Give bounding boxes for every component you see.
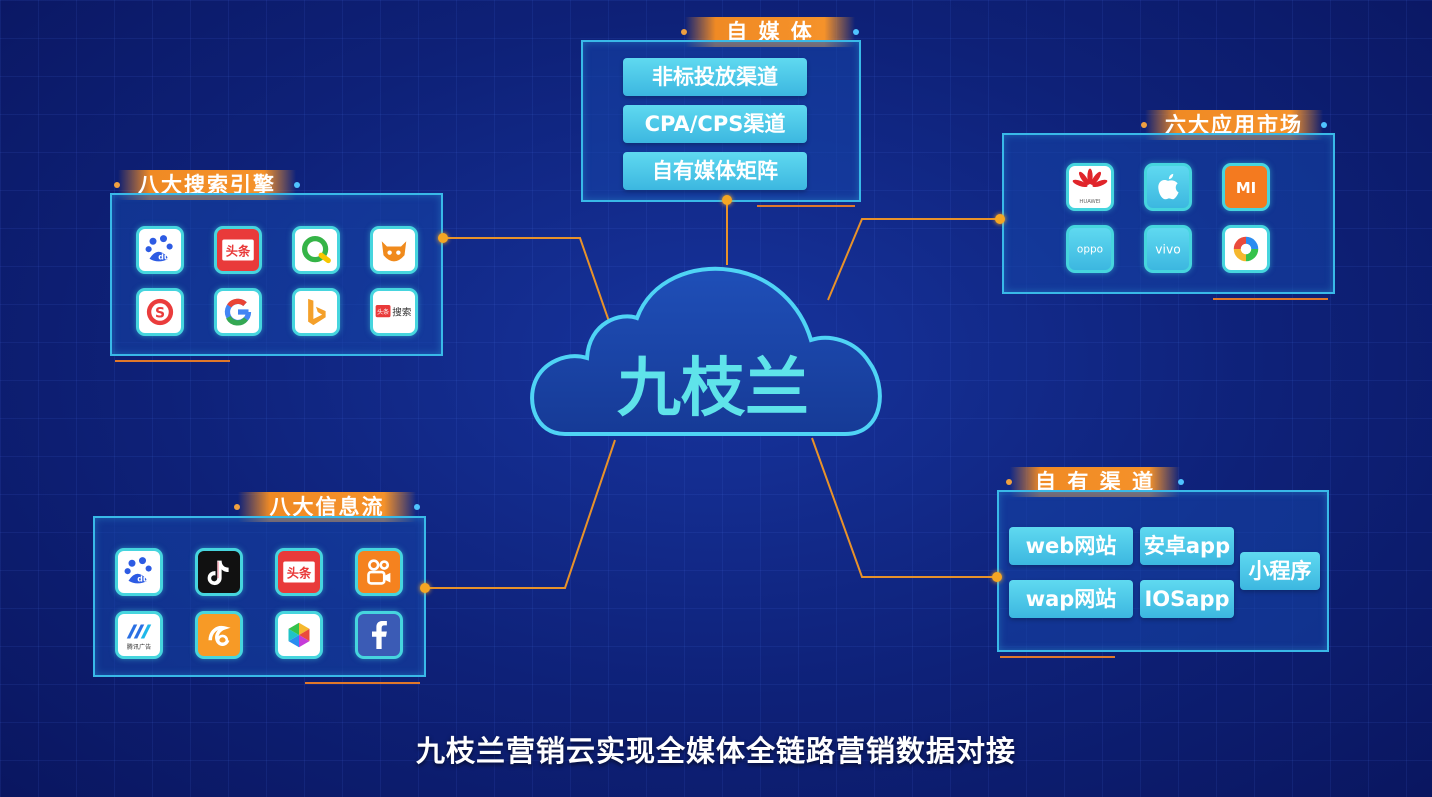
svg-text:du: du [158,253,169,262]
facebook-icon[interactable] [355,611,403,659]
sogou-icon[interactable]: S [136,288,184,336]
app-markets-underline [1213,298,1328,300]
web-site-button[interactable]: web网站 [1009,527,1133,565]
oppo-icon[interactable]: oppo [1066,225,1114,273]
own-channels-node [992,572,1002,582]
toutiao-small-label: 头条 [377,308,389,316]
link-feeds [425,439,616,589]
wap-site-button[interactable]: wap网站 [1009,580,1133,618]
channel-nonstandard[interactable]: 非标投放渠道 [623,58,807,96]
center-cloud: 九枝兰 [530,266,882,436]
toutiao-search-icon[interactable]: 头条搜索 [370,288,418,336]
center-name: 九枝兰 [617,352,809,426]
self-media-panel: 非标投放渠道 CPA/CPS渠道 自有媒体矩阵 [581,40,861,202]
oppo-label: oppo [1077,244,1103,256]
photo-icon[interactable] [275,611,323,659]
ios-app-button[interactable]: IOSapp [1140,580,1234,618]
mini-program-button[interactable]: 小程序 [1240,552,1320,590]
google-icon[interactable] [214,288,262,336]
feeds-node [420,583,430,593]
channel-own-media[interactable]: 自有媒体矩阵 [623,152,807,190]
bing-icon[interactable] [292,288,340,336]
app-markets-node [995,214,1005,224]
feeds-underline [305,682,420,684]
yingyongbao-icon[interactable] [1222,225,1270,273]
search-engines-node [438,233,448,243]
toutiao-icon[interactable]: 头条 [214,226,262,274]
search-engines-panel: du 头条 S 头条搜索 [110,193,443,356]
toutiao-feed-label: 头条 [287,565,312,580]
caption: 九枝兰营销云实现全媒体全链路营销数据对接 [415,734,1016,768]
svg-text:du: du [137,575,148,584]
svg-text:S: S [155,305,165,321]
link-own [811,437,997,578]
360-search-icon[interactable] [292,226,340,274]
self-media-node [722,195,732,205]
mi-label: MI [1236,179,1256,197]
huawei-label: HUAWEI [1079,199,1101,205]
toutiao-feed-icon[interactable]: 头条 [275,548,323,596]
uc-icon[interactable] [195,611,243,659]
link-search [443,237,613,331]
vivo-icon[interactable]: vivo [1144,225,1192,273]
tencent-ads-icon[interactable]: 腾讯广告 [115,611,163,659]
xiaomi-icon[interactable]: MI [1222,163,1270,211]
feeds-panel: du 头条 腾讯广告 [93,516,426,677]
app-markets-panel: HUAWEI MI oppo vivo [1002,133,1335,294]
kuaishou-icon[interactable] [355,548,403,596]
apple-icon[interactable] [1144,163,1192,211]
own-channels-panel: web网站 安卓app wap网站 IOSapp 小程序 [997,490,1329,652]
search-engines-underline [115,360,230,362]
channel-cpa-cps[interactable]: CPA/CPS渠道 [623,105,807,143]
huawei-icon[interactable]: HUAWEI [1066,163,1114,211]
own-channels-underline [1000,656,1115,658]
self-media-underline [757,205,855,207]
baidu-feed-icon[interactable]: du [115,548,163,596]
link-app-market [827,218,1000,301]
vivo-label: vivo [1155,242,1180,256]
baidu-icon[interactable]: du [136,226,184,274]
search-label: 搜索 [392,307,412,319]
tencent-label: 腾讯广告 [127,643,151,651]
android-app-button[interactable]: 安卓app [1140,527,1234,565]
cheetah-icon[interactable] [370,226,418,274]
tiktok-icon[interactable] [195,548,243,596]
toutiao-label: 头条 [226,243,251,258]
